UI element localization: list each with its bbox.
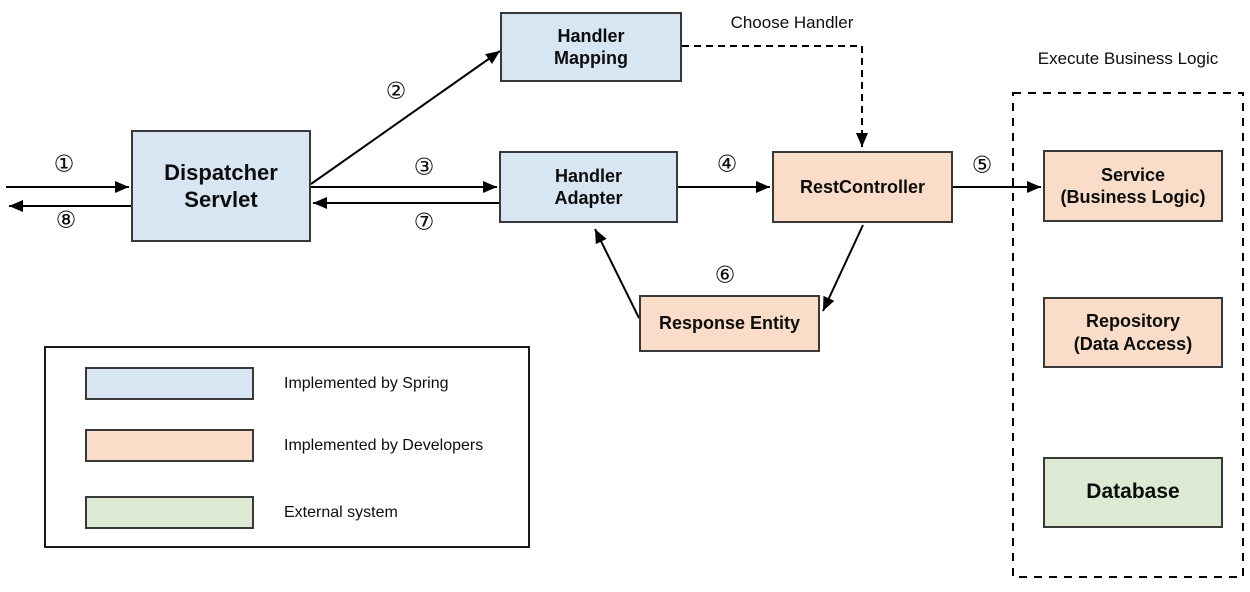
legend-row-developers: Implemented by Developers bbox=[85, 429, 483, 462]
legend: Implemented by Spring Implemented by Dev… bbox=[44, 346, 530, 548]
step-8-badge: ⑧ bbox=[55, 207, 77, 234]
step-2-badge: ② bbox=[385, 78, 407, 105]
choose-handler-connector bbox=[682, 45, 868, 147]
step-3-badge: ③ bbox=[413, 154, 435, 181]
legend-row-external: External system bbox=[85, 496, 398, 529]
node-rest-controller: RestController bbox=[772, 151, 953, 223]
step-6-badge: ⑥ bbox=[714, 262, 736, 289]
legend-label-external: External system bbox=[284, 503, 398, 521]
arrow-step-2 bbox=[310, 50, 501, 185]
node-repository: Repository (Data Access) bbox=[1043, 297, 1223, 368]
legend-swatch-developers bbox=[85, 429, 254, 462]
step-5-badge: ⑤ bbox=[971, 152, 993, 179]
node-response-entity: Response Entity bbox=[639, 295, 820, 352]
node-database: Database bbox=[1043, 457, 1223, 528]
legend-label-developers: Implemented by Developers bbox=[284, 436, 484, 454]
step-4-badge: ④ bbox=[716, 151, 738, 178]
choose-handler-label: Choose Handler bbox=[730, 13, 854, 32]
arrow-step-6-into-response-entity bbox=[822, 224, 864, 312]
legend-swatch-spring bbox=[85, 367, 254, 400]
step-1-badge: ① bbox=[53, 151, 75, 178]
step-7-badge: ⑦ bbox=[413, 209, 435, 236]
execute-business-logic-label: Execute Business Logic bbox=[1037, 49, 1219, 68]
node-dispatcher-servlet: Dispatcher Servlet bbox=[131, 130, 311, 242]
business-logic-group-border bbox=[1012, 92, 1244, 578]
legend-row-spring: Implemented by Spring bbox=[85, 367, 449, 400]
legend-label-spring: Implemented by Spring bbox=[284, 374, 449, 392]
node-service: Service (Business Logic) bbox=[1043, 150, 1223, 222]
legend-swatch-external bbox=[85, 496, 254, 529]
node-handler-mapping: Handler Mapping bbox=[500, 12, 682, 82]
arrow-step-6-into-handler-adapter bbox=[594, 228, 640, 319]
node-handler-adapter: Handler Adapter bbox=[499, 151, 678, 223]
